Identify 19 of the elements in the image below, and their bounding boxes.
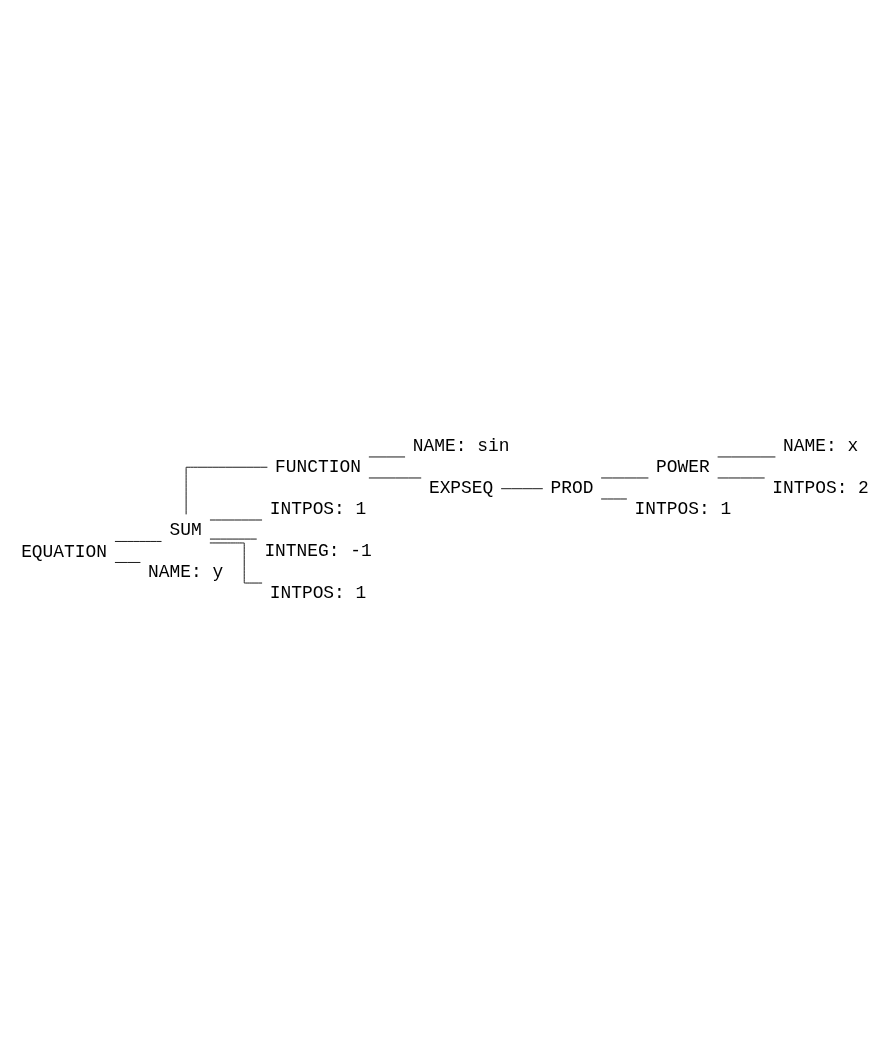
node-text: INTPOS: 2 <box>772 477 869 498</box>
connector <box>185 466 268 515</box>
node-text: INTPOS: 1 <box>634 498 732 519</box>
node-text: PROD <box>550 477 594 498</box>
node-text: EXPSEQ <box>428 477 494 498</box>
node-text: SUM <box>169 519 202 540</box>
node-text: NAME: sin <box>412 435 510 456</box>
node-text: INTPOS: 1 <box>269 582 367 603</box>
connector <box>114 561 141 563</box>
node-text: EQUATION <box>21 541 107 562</box>
node-text: INTPOS: 1 <box>269 498 367 519</box>
connector <box>114 540 162 542</box>
connector <box>209 542 263 583</box>
connector <box>500 487 544 489</box>
node-text: NAME: x <box>783 435 859 456</box>
node-text: FUNCTION <box>275 456 361 477</box>
node-text: POWER <box>656 456 710 477</box>
node-text: INTNEG: -1 <box>264 540 372 561</box>
node-text: NAME: y <box>148 561 224 582</box>
